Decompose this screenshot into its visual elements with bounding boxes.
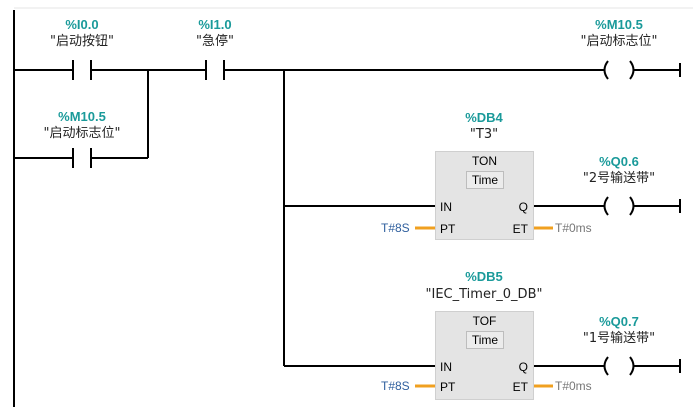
contact-start-flag-symbol (72, 148, 92, 168)
ton-time-label: Time (466, 171, 504, 189)
coil-q0-7-symbol (603, 356, 609, 376)
contact-start-flag-address: %M10.5 (58, 109, 106, 124)
ton-type-label: TON (471, 154, 498, 168)
ton-et-value[interactable]: T#0ms (555, 221, 592, 235)
ton-db-address: %DB4 (465, 110, 503, 125)
tof-pt-value[interactable]: T#8S (381, 379, 410, 393)
ton-db-name: "T3" (469, 127, 499, 142)
coil-q0-7-symbol-name: "1号输送带" (582, 331, 656, 346)
tof-et-pin: ET (512, 380, 528, 394)
tof-in-pin: IN (440, 360, 452, 374)
contact-start-button-symbol (72, 60, 92, 80)
ton-q-pin: Q (518, 200, 528, 214)
ton-in-pin: IN (440, 200, 452, 214)
contact-start-flag-symbol-name: "启动标志位" (43, 126, 121, 141)
coil-q0-7-address: %Q0.7 (599, 314, 639, 329)
contact-start-button-address: %I0.0 (65, 17, 99, 32)
tof-pt-pin: PT (440, 380, 456, 394)
contact-emergency-stop-symbol-name: "急停" (196, 34, 234, 49)
tof-time-label: Time (466, 331, 504, 349)
coil-m10-5-symbol-name: "启动标志位" (580, 34, 658, 49)
coil-m10-5-address: %M10.5 (595, 17, 643, 32)
tof-timer-block[interactable]: TOF Time IN PT Q ET (435, 311, 534, 400)
ton-pt-value[interactable]: T#8S (381, 221, 410, 235)
ton-pt-pin: PT (440, 222, 456, 236)
contact-start-button-symbol-name: "启动按钮" (50, 34, 114, 49)
coil-q0-6-address: %Q0.6 (599, 154, 639, 169)
tof-db-name: "IEC_Timer_0_DB" (425, 287, 543, 302)
coil-q0-6-symbol (603, 196, 609, 216)
coil-m10-5-symbol (603, 60, 609, 80)
ton-et-pin: ET (512, 222, 528, 236)
tof-db-address: %DB5 (465, 269, 503, 284)
coil-q0-6-symbol-name: "2号输送带" (582, 171, 656, 186)
tof-et-value[interactable]: T#0ms (555, 379, 592, 393)
ton-timer-block[interactable]: TON Time IN PT Q ET (435, 151, 534, 240)
tof-q-pin: Q (518, 360, 528, 374)
tof-type-label: TOF (472, 314, 497, 328)
contact-emergency-stop-symbol (205, 60, 225, 80)
contact-emergency-stop-address: %I1.0 (198, 17, 232, 32)
